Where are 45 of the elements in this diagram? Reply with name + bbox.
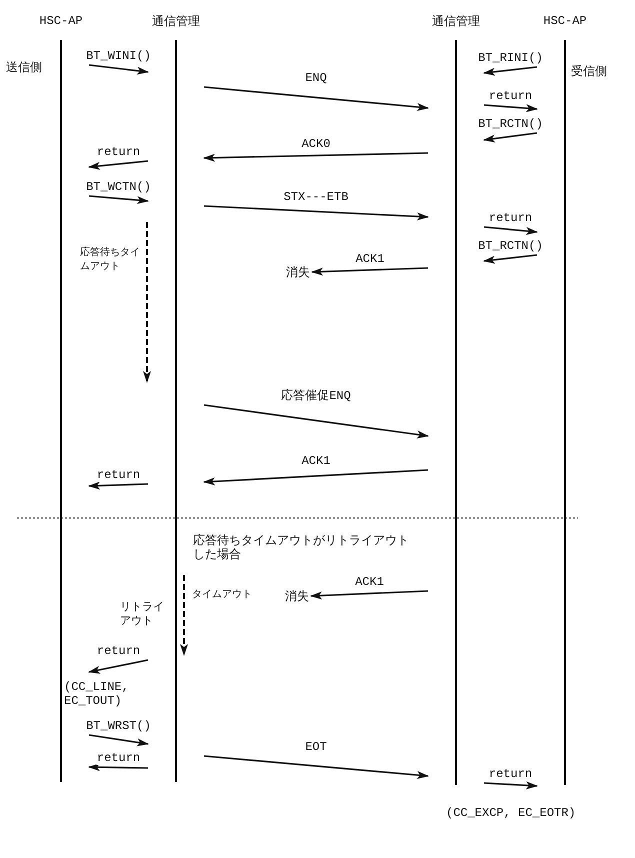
lost-message-label: 消失	[284, 264, 312, 280]
message-arrow	[88, 734, 149, 746]
message-arrow	[311, 267, 428, 276]
participant-label: 通信管理	[431, 13, 481, 30]
message-arrow	[204, 755, 429, 779]
message-arrow	[203, 152, 428, 162]
message-arrow	[484, 104, 538, 112]
edge-label: BT_RCTN()	[477, 240, 544, 253]
return-code: (CC_EXCP, EC_EOTR)	[446, 806, 577, 820]
message-arrow	[483, 132, 538, 143]
timeout-note: リトライアウト	[120, 600, 165, 628]
message-arrow	[204, 404, 429, 438]
timeout-note: タイムアウト	[192, 588, 253, 602]
edge-label: return	[96, 752, 142, 765]
message-arrow	[204, 86, 429, 111]
edge-label: BT_RCTN()	[477, 118, 544, 131]
edge-label: 応答催促ENQ	[280, 390, 352, 403]
side-label: 送信側	[6, 60, 42, 74]
message-arrow	[484, 781, 538, 790]
message-arrow	[484, 226, 538, 235]
message-arrow	[204, 205, 429, 220]
lost-message-label: 消失	[283, 588, 311, 604]
participant-label: 通信管理	[151, 13, 201, 30]
participant-label: HSC-AP	[38, 13, 84, 30]
edge-label: BT_WINI()	[85, 50, 152, 63]
message-arrow	[483, 254, 538, 264]
message-arrow	[88, 160, 148, 170]
edge-label: BT_WRST()	[85, 720, 152, 733]
message-arrow	[203, 469, 428, 486]
edge-label: BT_RINI()	[477, 52, 544, 65]
message-arrow	[310, 590, 428, 600]
timeout-note: 応答待ちタイムアウト	[80, 246, 141, 274]
edge-label: return	[96, 469, 142, 482]
edge-label: ENQ	[304, 72, 328, 85]
participant-label: HSC-AP	[542, 13, 588, 30]
message-arrow	[88, 659, 148, 674]
section-note: 応答待ちタイムアウトがリトライアウトした場合	[193, 533, 410, 561]
edge-label: BT_WCTN()	[85, 181, 152, 194]
message-arrow	[88, 763, 148, 772]
message-arrow	[88, 195, 149, 204]
side-label: 受信側	[571, 64, 607, 78]
message-arrow	[88, 482, 148, 490]
message-arrow	[483, 66, 538, 76]
return-code: (CC_LINE, EC_TOUT)	[64, 680, 130, 708]
message-arrow	[88, 64, 149, 75]
